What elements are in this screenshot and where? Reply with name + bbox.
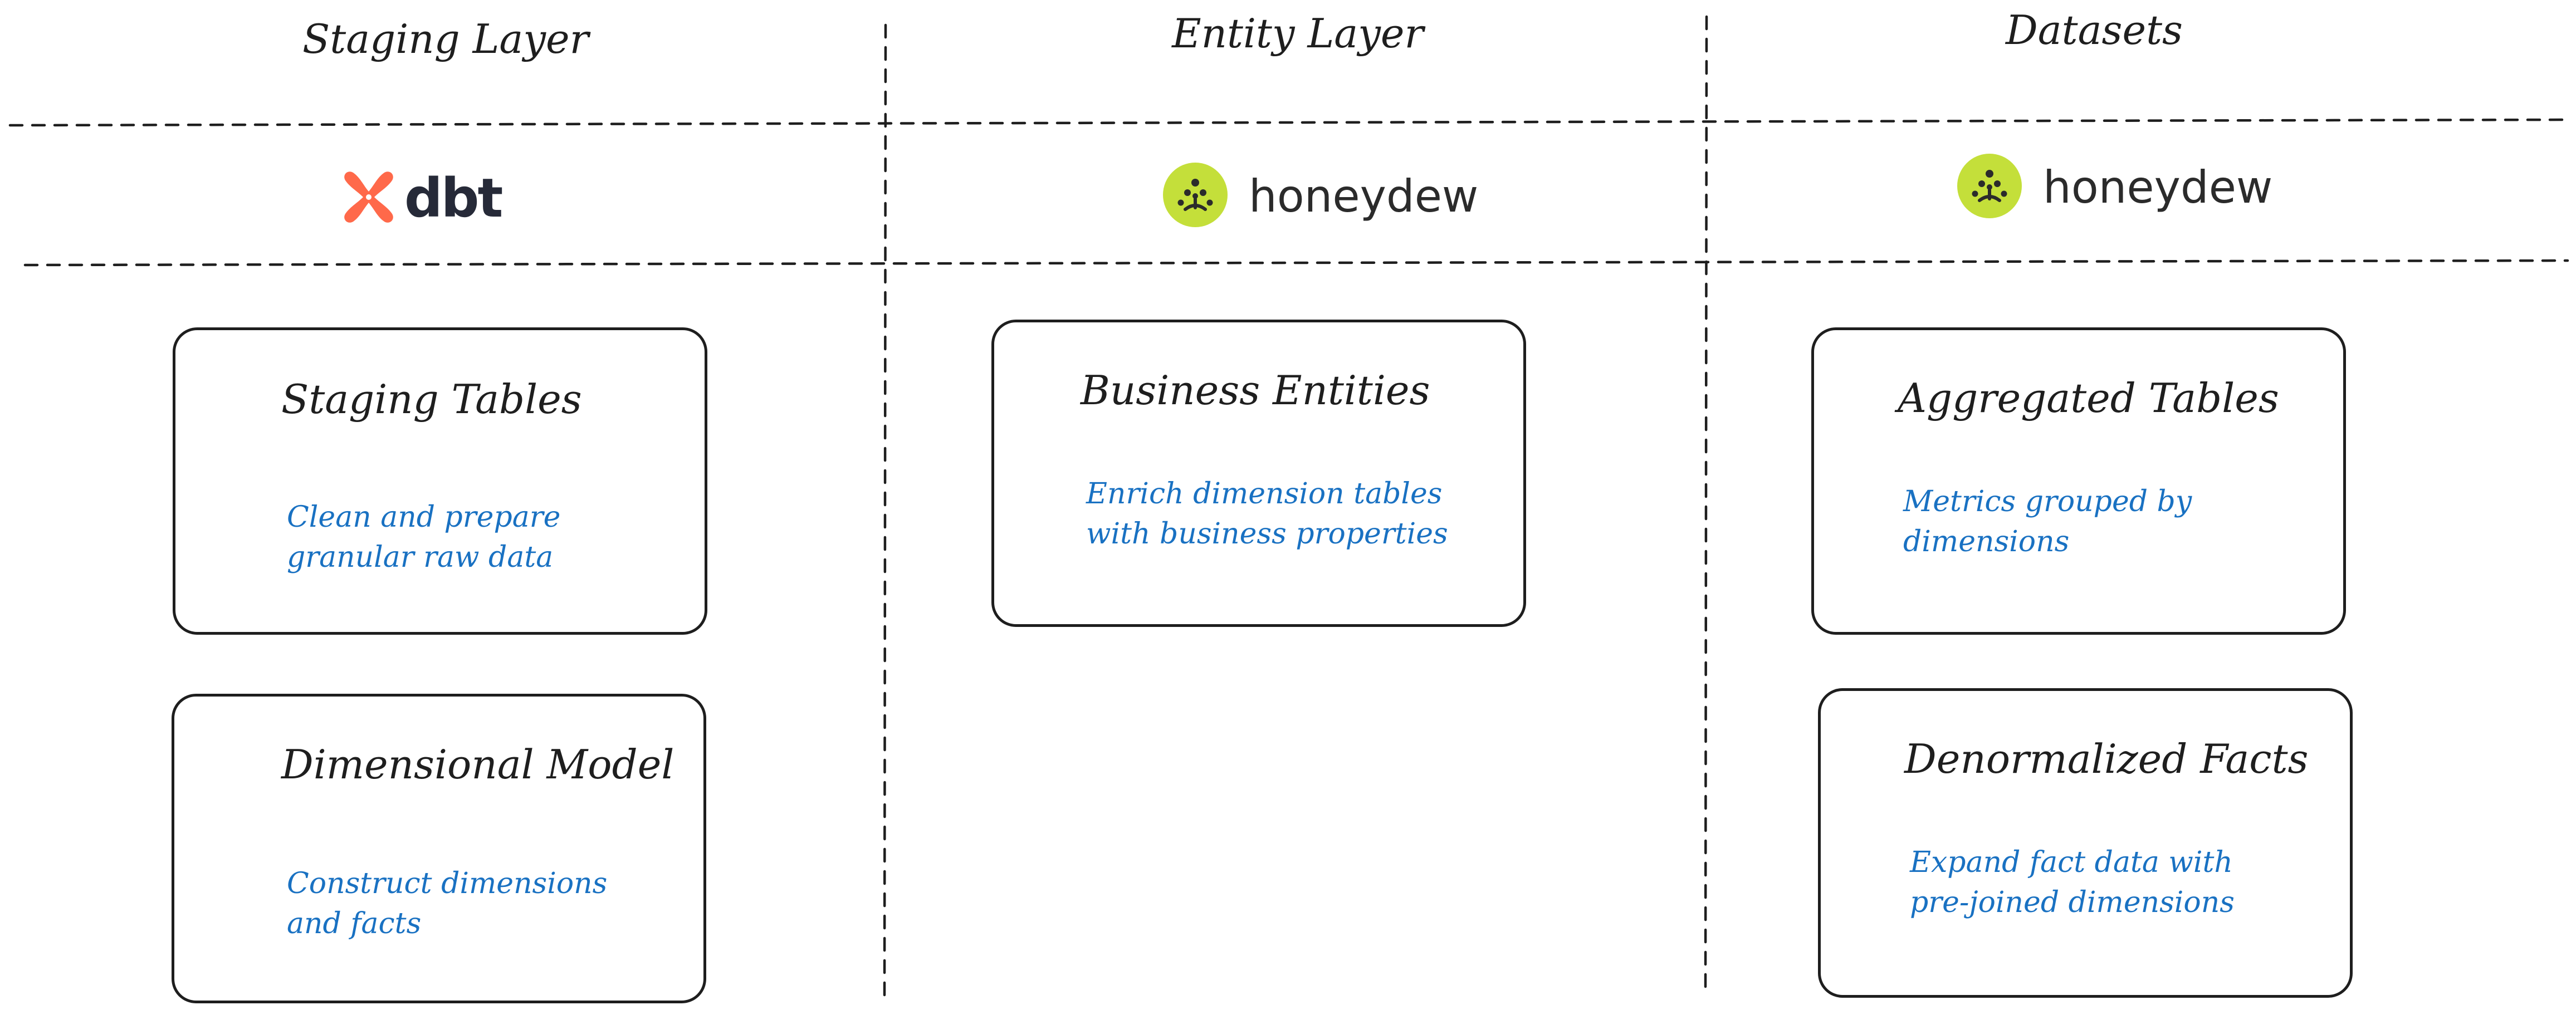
header-divider-line bbox=[8, 118, 2569, 127]
card-aggregated-tables: Aggregated Tables Metrics grouped by dim… bbox=[1811, 327, 2346, 635]
card-title: Denormalized Facts bbox=[1904, 736, 2309, 782]
dbt-logo: dbt bbox=[341, 167, 503, 229]
honeydew-logo-entity: honeydew bbox=[1163, 163, 1478, 229]
card-description: Construct dimensions and facts bbox=[287, 867, 608, 940]
card-description: Expand fact data with pre-joined dimensi… bbox=[1910, 846, 2235, 919]
card-title: Business Entities bbox=[1081, 367, 1430, 414]
dbt-logo-icon bbox=[341, 169, 397, 227]
column-title-staging-layer: Staging Layer bbox=[302, 16, 589, 62]
card-dimensional-model: Dimensional Model Construct dimensions a… bbox=[172, 694, 706, 1003]
honeydew-logo-text: honeydew bbox=[2043, 161, 2273, 213]
honeydew-logo-datasets: honeydew bbox=[1957, 154, 2272, 220]
card-business-entities: Business Entities Enrich dimension table… bbox=[991, 320, 1526, 627]
card-title: Aggregated Tables bbox=[1898, 375, 2279, 421]
dbt-logo-text: dbt bbox=[404, 167, 503, 229]
column-title-entity-layer: Entity Layer bbox=[1172, 10, 1424, 57]
honeydew-logo-icon bbox=[1163, 163, 1228, 229]
column-title-datasets: Datasets bbox=[2006, 7, 2183, 53]
card-title: Dimensional Model bbox=[281, 741, 674, 788]
card-description: Metrics grouped by dimensions bbox=[1903, 485, 2192, 558]
card-staging-tables: Staging Tables Clean and prepare granula… bbox=[173, 327, 707, 635]
logo-divider-line bbox=[23, 259, 2569, 267]
card-description: Clean and prepare granular raw data bbox=[287, 501, 561, 574]
honeydew-logo-icon bbox=[1957, 154, 2022, 220]
card-title: Staging Tables bbox=[281, 376, 582, 423]
honeydew-logo-text: honeydew bbox=[1249, 170, 1479, 222]
column-divider-line bbox=[1704, 15, 1708, 996]
column-divider-line bbox=[883, 23, 887, 998]
card-denormalized-facts: Denormalized Facts Expand fact data with… bbox=[1818, 688, 2353, 998]
card-description: Enrich dimension tables with business pr… bbox=[1086, 477, 1448, 551]
